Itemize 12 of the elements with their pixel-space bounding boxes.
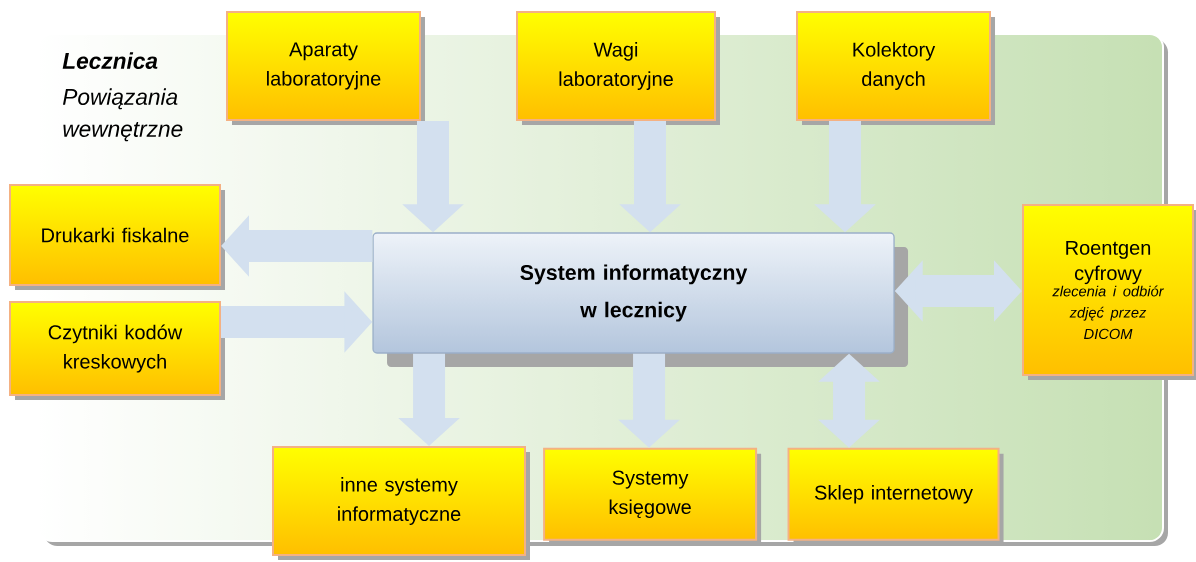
box: inne systemy informatyczne	[272, 446, 530, 560]
box: Kolektory danych	[796, 11, 995, 125]
system-box: System informatyczny w lecznicy	[372, 232, 909, 367]
box: Drukarki fiskalne	[9, 184, 225, 290]
box: Systemy księgowe	[543, 447, 762, 545]
box: Czytniki kodów kreskowych	[9, 301, 225, 400]
panel-subtitle: Powiązania wewnętrzne	[62, 88, 183, 142]
box: Sklep internetowy	[787, 447, 1004, 545]
box: Roentgen cyfrowy zlecenia i odbiór zdjęć przez DICOM	[1022, 204, 1196, 380]
box: Aparaty laboratoryjne	[226, 11, 425, 125]
box: Wagi laboratoryjne	[516, 11, 720, 125]
panel-title: Lecznica	[62, 52, 158, 69]
